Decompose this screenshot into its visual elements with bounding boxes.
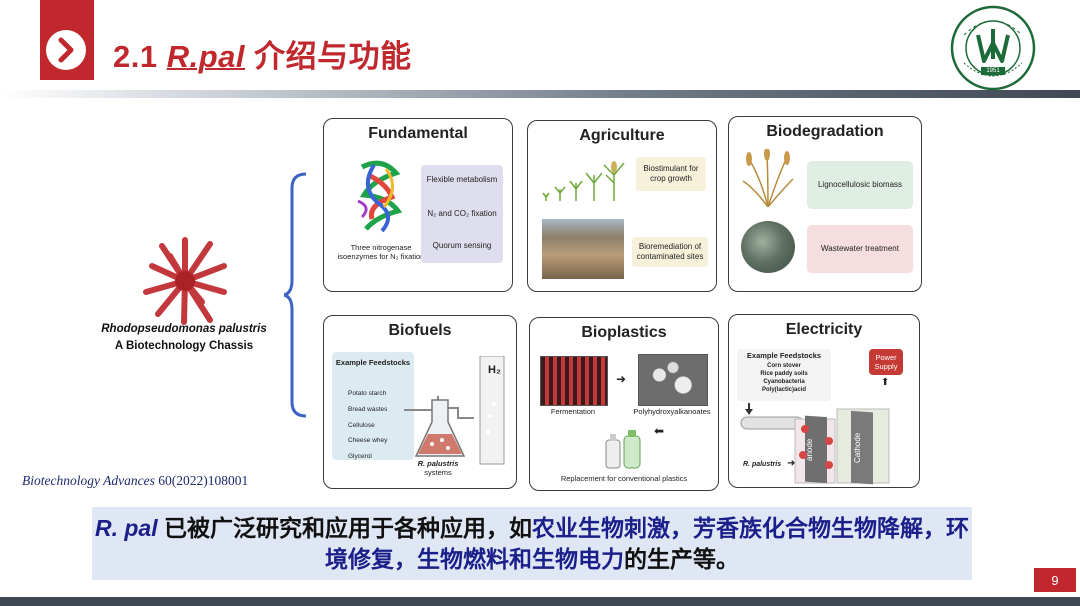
panel-title: Bioplastics: [581, 324, 667, 341]
panel-title: Agriculture: [579, 127, 665, 144]
feedstock-title: Example Feedstocks: [335, 358, 411, 367]
cathode-label: Cathode: [853, 432, 862, 463]
logo-year: 1951: [981, 67, 1005, 75]
summary-text: R. pal 已被广泛研究和应用于各种应用，如农业生物刺激，芳香族化合物生物降解…: [94, 515, 969, 572]
citation: Biotechnology Advances 60(2022)108001: [22, 473, 249, 488]
list-item: Rice paddy soils: [760, 371, 808, 377]
fermentation-photo: [540, 356, 608, 406]
arrow-left-icon: ⬅: [654, 424, 665, 438]
plastic-bottles-image: [605, 430, 641, 469]
page-number: 9: [1034, 568, 1076, 592]
panel-title: Electricity: [785, 321, 863, 338]
list-item: Poly(lactic)acid: [761, 387, 806, 393]
panel-biofuels: Biofuels Example Feedstocks Potato starc…: [323, 315, 517, 489]
panel-title: Biofuels: [388, 322, 452, 339]
panel-title: Biodegradation: [766, 123, 884, 140]
protein-structure-image: [357, 160, 403, 233]
nitrogenase-caption: Three nitrogenase isoenzymes for N₂ fixa…: [337, 243, 425, 261]
panel-bioplastics: Bioplastics Fermentation ➜ Polyhydroxyal…: [529, 317, 719, 491]
feedstock-list-box: Example Feedstocks Corn stover Rice padd…: [737, 349, 831, 401]
organism-subtitle: A Biotechnology Chassis: [114, 340, 254, 352]
feedstock-title: Example Feedstocks: [746, 351, 822, 360]
bracket: [284, 172, 307, 418]
bioreactor-flask-image: [404, 356, 505, 465]
list-item: Cyanobacteria: [763, 379, 805, 385]
page-title: 2.1 R.pal 介绍与功能: [113, 39, 412, 74]
panel-fundamental: Fundamental Three nitrogenase isoenzymes…: [323, 118, 513, 292]
tag-bioremediation: Bioremediation of contaminated sites: [632, 237, 708, 267]
chevron-right-icon: [46, 30, 86, 70]
arrow-right-icon: ➜: [787, 458, 796, 469]
feature-item: Flexible metabolism: [426, 175, 498, 184]
tag-wastewater: Wastewater treatment: [807, 225, 913, 273]
list-item: Glycerol: [348, 453, 372, 461]
crop-growth-image: [542, 161, 625, 201]
header-divider: [0, 90, 1080, 98]
panel-electricity: Electricity Example Feedstocks Corn stov…: [728, 314, 920, 488]
replacement-label: Replacement for conventional plastics: [560, 474, 688, 483]
feature-item: Quorum sensing: [432, 241, 492, 250]
biomass-plant-image: [742, 149, 794, 207]
panel-agriculture: Agriculture Biostimulant for crop growth…: [527, 120, 717, 292]
organism-label: R. palustris: [743, 461, 782, 468]
summary-box: R. pal 已被广泛研究和应用于各种应用，如农业生物刺激，芳香族化合物生物降解…: [92, 507, 972, 580]
list-item: Cheese whey: [348, 437, 388, 445]
list-item: Corn stover: [767, 363, 801, 369]
fuel-cell-diagram: [740, 403, 890, 485]
hydrogen-label: H₂: [488, 364, 501, 376]
list-item: Bread wastes: [348, 405, 388, 413]
power-supply-box: Power Supply: [869, 349, 903, 375]
tag-biostimulant: Biostimulant for crop growth: [636, 157, 706, 191]
footer-bar: [0, 597, 1080, 606]
organism-name: Rhodopseudomonas palustris: [101, 323, 267, 335]
tag-lignocellulosic: Lignocellulosic biomass: [807, 161, 913, 209]
university-logo: 1951: [950, 5, 1036, 91]
pha-label: Polyhydroxyalkanoates: [633, 407, 711, 416]
panel-biodegradation: Biodegradation Lignocellulosic biomass W…: [728, 116, 922, 292]
feature-item: N₂ and CO₂ fixation: [427, 209, 497, 218]
feedstock-items: Potato starch Bread wastes Cellulose Che…: [348, 390, 414, 469]
list-item: Potato starch: [348, 390, 387, 397]
contaminated-site-photo: [542, 219, 624, 279]
arrow-right-icon: ➜: [616, 372, 627, 386]
pha-granules-photo: [638, 354, 708, 406]
feedstock-list-box: Example Feedstocks Potato starch Bread w…: [332, 352, 414, 460]
list-item: Cellulose: [348, 421, 375, 429]
panel-title: Fundamental: [368, 125, 468, 142]
fermentation-label: Fermentation: [550, 407, 596, 416]
bacteria-illustration: [143, 237, 227, 325]
feature-list-box: Flexible metabolism N₂ and CO₂ fixation …: [421, 165, 503, 263]
wastewater-plant-photo: [741, 221, 795, 273]
arrow-up-icon: ⬆: [881, 377, 890, 388]
